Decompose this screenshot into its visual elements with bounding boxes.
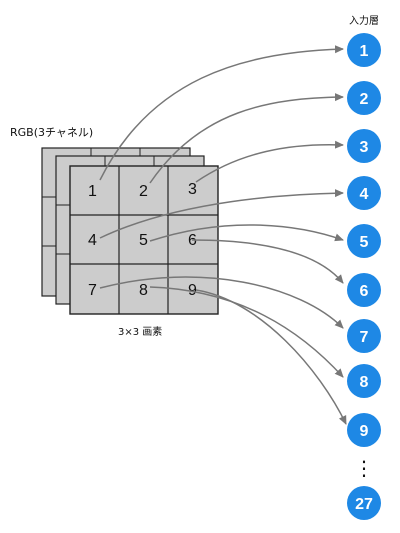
input-node-3: 3 bbox=[347, 129, 381, 163]
arrow-6 bbox=[191, 239, 344, 284]
arrow-8 bbox=[149, 286, 344, 378]
arrow-1 bbox=[99, 45, 344, 181]
input-node-9: 9 bbox=[347, 413, 381, 447]
input-node-5: 5 bbox=[347, 224, 381, 258]
grid-cell-3: 3 bbox=[188, 181, 197, 198]
input-node-7: 7 bbox=[347, 319, 381, 353]
arrow-9 bbox=[195, 289, 347, 425]
channel-layer-front bbox=[69, 165, 219, 315]
grid-cell-1: 1 bbox=[88, 183, 97, 200]
rgb-label: RGB(3チャネル) bbox=[10, 126, 93, 139]
input-node-3-label: 3 bbox=[360, 139, 369, 156]
input-node-4: 4 bbox=[347, 176, 381, 210]
ellipsis-icon: ⋮ bbox=[354, 456, 374, 480]
arrow-3 bbox=[195, 140, 344, 183]
grid-cell-5: 5 bbox=[139, 232, 148, 249]
arrow-5 bbox=[149, 224, 344, 242]
input-node-5-label: 5 bbox=[360, 234, 369, 251]
input-node-7-label: 7 bbox=[360, 329, 369, 346]
connection-arrows bbox=[99, 45, 347, 425]
input-node-9-label: 9 bbox=[360, 423, 369, 440]
arrow-4 bbox=[99, 189, 344, 239]
input-node-6: 6 bbox=[347, 273, 381, 307]
input-node-1: 1 bbox=[347, 33, 381, 67]
input-node-4-label: 4 bbox=[360, 186, 369, 203]
input-layer-title: 入力層 bbox=[349, 14, 379, 27]
arrow-2 bbox=[149, 93, 344, 184]
grid-cell-7: 7 bbox=[88, 282, 97, 299]
grid-cell-2: 2 bbox=[139, 183, 148, 200]
input-node-8-label: 8 bbox=[360, 374, 369, 391]
input-node-1-label: 1 bbox=[360, 43, 369, 60]
grid-cell-4: 4 bbox=[88, 232, 97, 249]
grid-cell-9: 9 bbox=[188, 282, 197, 299]
input-node-2: 2 bbox=[347, 81, 381, 115]
input-node-6-label: 6 bbox=[360, 283, 369, 300]
input-node-2-label: 2 bbox=[360, 91, 369, 108]
arrow-7 bbox=[99, 276, 344, 329]
input-node-27-label: 27 bbox=[355, 496, 373, 513]
grid-cell-8: 8 bbox=[139, 282, 148, 299]
pixels-label: 3×3 画素 bbox=[118, 325, 162, 338]
input-node-8: 8 bbox=[347, 364, 381, 398]
input-node-27: 27 bbox=[347, 486, 381, 520]
